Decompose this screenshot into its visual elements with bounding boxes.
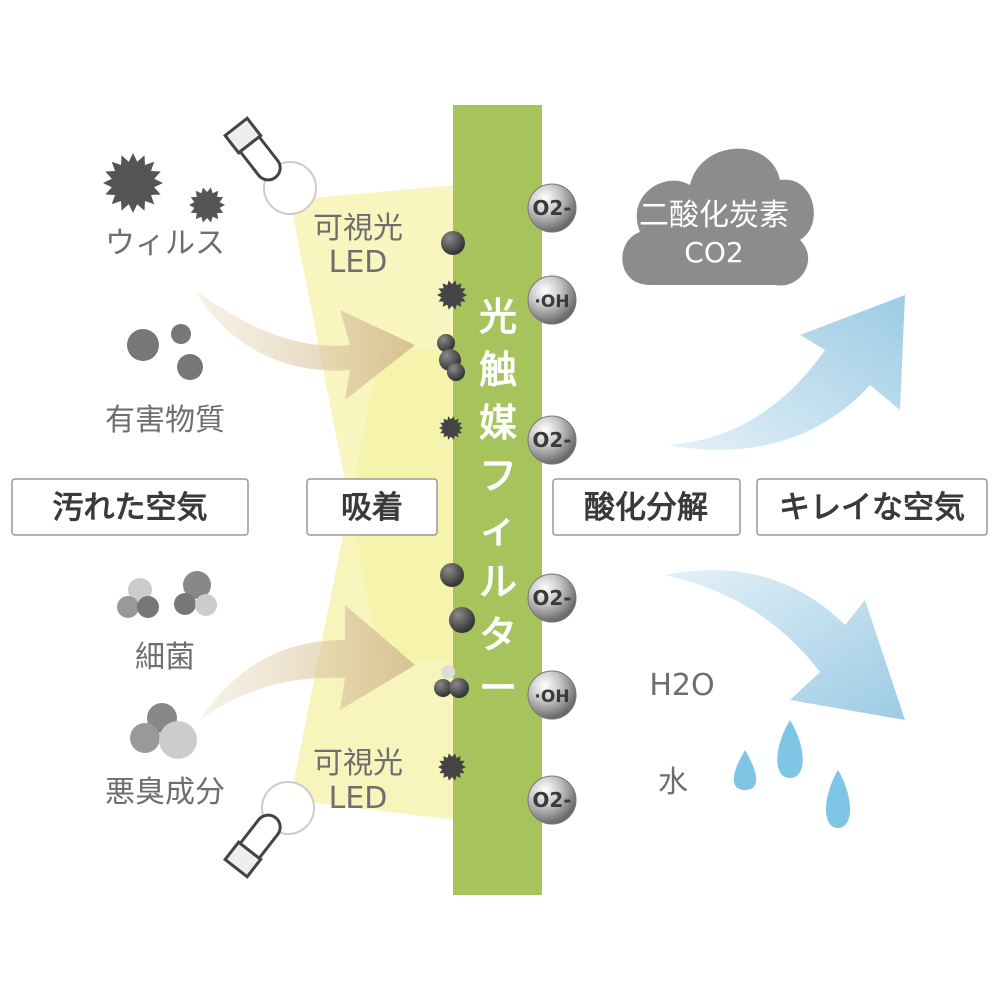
radical-label: ·OH	[534, 292, 569, 312]
led-icon-top	[223, 116, 317, 215]
arrow-adsorb-top	[195, 290, 415, 400]
stage-oxidation-label: 酸化分解	[584, 490, 708, 526]
co2-name: 二酸化炭素	[639, 198, 789, 233]
led-bottom-label-1: 可視光	[313, 746, 403, 781]
radical-ball: ·OH	[527, 670, 577, 720]
stage-adsorption-label: 吸着	[341, 490, 403, 526]
bacteria-label: 細菌	[135, 640, 195, 675]
stage-dirty-air: 汚れた空気	[11, 478, 249, 536]
stage-dirty-air-label: 汚れた空気	[53, 490, 208, 526]
filter-label-char: ィ	[479, 507, 517, 551]
light-beam-bottom	[290, 350, 455, 820]
led-icon-bottom	[223, 781, 315, 879]
filter-label-char: タ	[479, 613, 517, 657]
radicals: O2- ·OH O2- O2- ·OH O2-	[527, 183, 577, 825]
filter-label-char: 光	[479, 295, 517, 339]
co2-cloud: 二酸化炭素 CO2	[622, 148, 814, 286]
bacteria-icon	[117, 571, 217, 618]
radical-ball: ·OH	[527, 275, 577, 325]
water-label: 水	[658, 765, 688, 800]
filter-label-char: フ	[479, 454, 517, 498]
water-drop-icon	[826, 770, 850, 828]
arrow-adsorb-bottom	[200, 605, 415, 720]
arrow-to-water	[665, 570, 905, 720]
filter-label-char: ル	[479, 560, 517, 604]
water-drop-icons	[733, 720, 850, 828]
odor-icon	[130, 703, 197, 759]
h2o-formula: H2O	[649, 668, 714, 703]
led-top-label-1: 可視光	[313, 211, 403, 246]
radical-label: O2-	[532, 788, 571, 812]
water-drop-icon	[733, 750, 757, 790]
virus-icon	[103, 153, 225, 223]
filter-label-char: 触	[479, 348, 517, 392]
virus-icon	[437, 280, 467, 310]
co2-formula: CO2	[684, 236, 743, 269]
radical-label: O2-	[532, 428, 571, 452]
virus-icon	[438, 753, 466, 781]
filter-label-char: 媒	[479, 401, 517, 445]
stage-oxidation: 酸化分解	[552, 478, 741, 536]
virus-icon	[189, 187, 225, 223]
stage-clean-air-label: キレイな空気	[779, 490, 965, 526]
virus-label: ウィルス	[105, 226, 225, 261]
adsorbed-particles	[434, 231, 475, 781]
led-top-label-2: LED	[329, 245, 388, 280]
radical-label: ·OH	[534, 687, 569, 707]
stage-clean-air: キレイな空気	[756, 478, 988, 536]
virus-icon	[439, 416, 463, 440]
odor-label: 悪臭成分	[105, 775, 225, 810]
stage-adsorption: 吸着	[306, 478, 438, 536]
led-bottom-label-2: LED	[329, 781, 388, 816]
radical-ball: O2-	[527, 573, 577, 623]
photocatalyst-filter	[453, 105, 542, 895]
harmful-label: 有害物質	[105, 403, 225, 438]
radical-label: O2-	[532, 196, 571, 220]
radical-label: O2-	[532, 586, 571, 610]
radical-ball: O2-	[527, 183, 577, 233]
radical-ball: O2-	[527, 775, 577, 825]
radical-ball: O2-	[527, 415, 577, 465]
filter-label-char: ー	[479, 666, 517, 710]
virus-icon	[103, 153, 163, 213]
arrow-to-co2	[668, 295, 905, 450]
water-drop-icon	[777, 720, 803, 778]
harmful-substance-icon	[127, 324, 203, 380]
